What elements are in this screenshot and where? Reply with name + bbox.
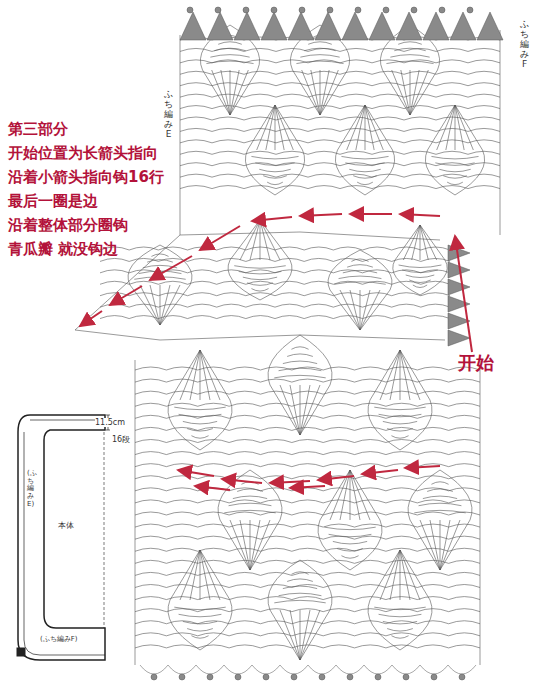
chart-label: 11.5cm (95, 418, 125, 427)
chart-label: 本体 (58, 520, 74, 531)
chart-label: ふち編みF (520, 20, 529, 69)
red-arrows (80, 214, 472, 490)
annotation-note: 第三部分 (8, 120, 68, 138)
chart-label: (ふち編みF) (40, 634, 78, 644)
annotation-note: 开始位置为长箭头指向 (8, 144, 158, 162)
annotation-note: 开始 (458, 352, 494, 374)
annotation-note: 沿着小箭头指向钩16行 (8, 168, 164, 186)
annotation-note: 沿着整体部分圈钩 (8, 216, 128, 234)
chart-label: (ふち編みE) (27, 470, 34, 508)
schematic (17, 415, 110, 660)
chart-label: 16段 (112, 434, 130, 445)
chart-label: ふち編みE (164, 90, 173, 139)
annotation-note: 最后一圈是边 (8, 192, 98, 210)
annotation-note: 青瓜瓣 就没钩边 (8, 240, 118, 258)
